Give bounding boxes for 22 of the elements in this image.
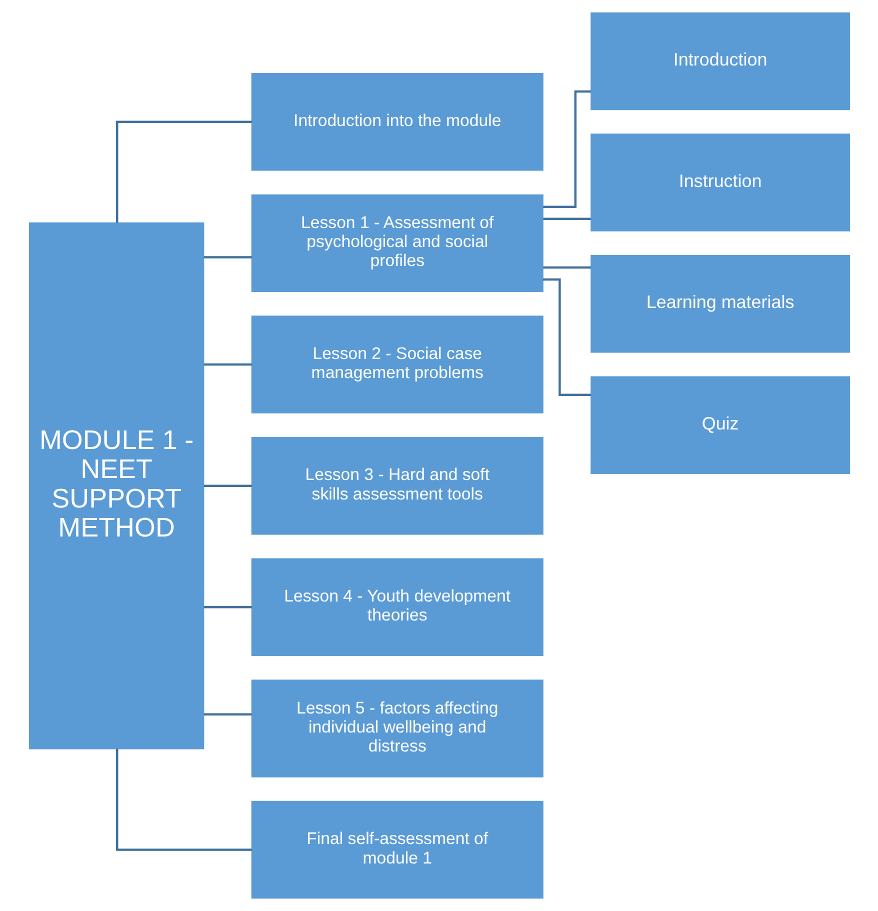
node-box: MODULE 1 - NEET SUPPORT METHOD — [28, 222, 204, 750]
node-box: Lesson 3 - Hard and soft skills assessment tools — [250, 436, 543, 535]
node-box: Lesson 5 - factors affecting individual wellbeing and distress — [250, 680, 543, 778]
connector — [115, 748, 252, 851]
node-box: Lesson 1 - Assessment of psychological and social profiles — [250, 194, 543, 292]
connector — [542, 278, 591, 396]
node-box: Final self-assessment of module 1 — [250, 800, 543, 899]
connector — [115, 120, 252, 223]
node-box: Learning materials — [590, 254, 850, 353]
connector — [203, 606, 252, 608]
node-box: Instruction — [590, 134, 850, 232]
connector — [203, 484, 252, 487]
connector — [542, 218, 590, 220]
connector — [203, 713, 252, 716]
connector — [203, 256, 252, 258]
connector — [542, 266, 590, 269]
node-box: Lesson 4 - Youth development theories — [250, 558, 543, 656]
node-box: Lesson 2 - Social case management problems — [250, 316, 543, 414]
connector — [203, 363, 252, 366]
node-box: Introduction into the module — [250, 73, 543, 171]
node-box: Quiz — [590, 376, 850, 474]
node-box: Introduction — [590, 12, 850, 110]
